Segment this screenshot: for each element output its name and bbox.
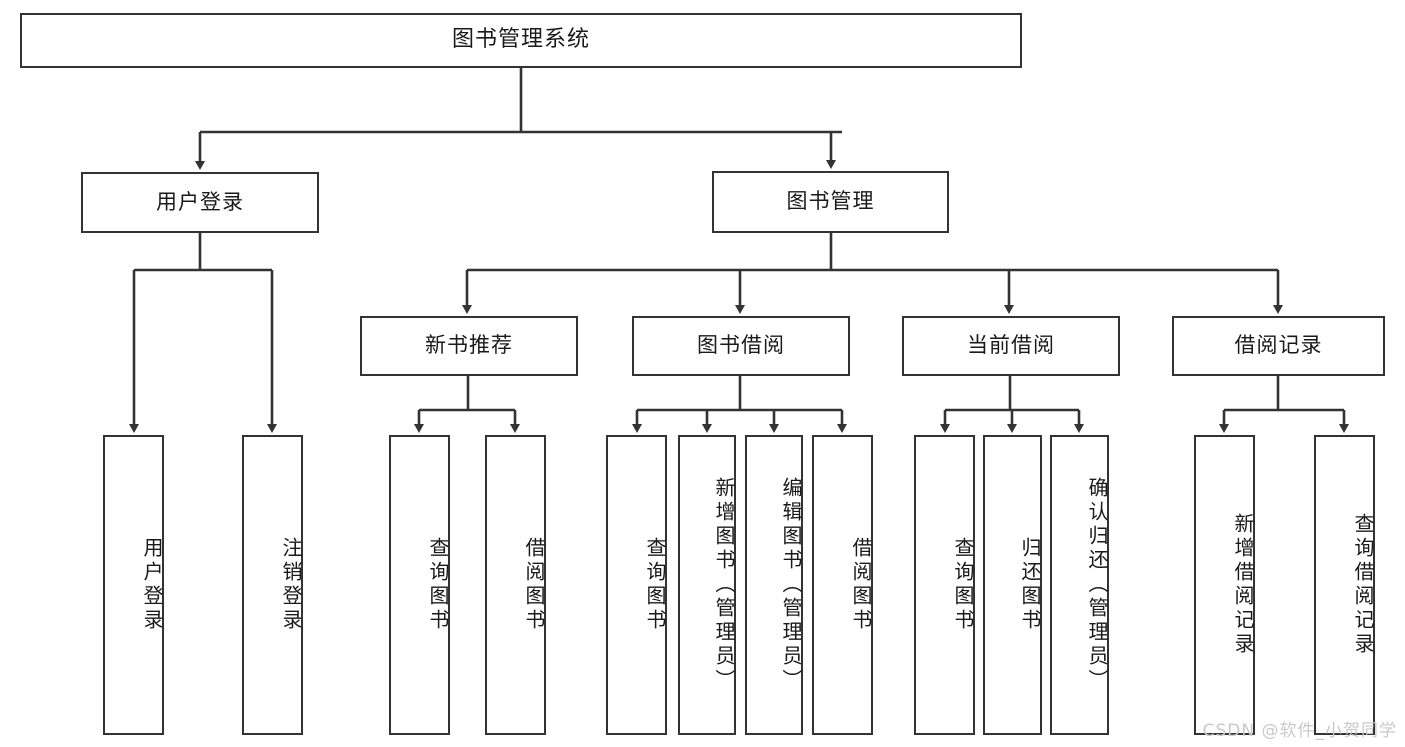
node-leaf-borrow-book-1-label: 借阅图书 xyxy=(522,537,546,633)
node-root[interactable]: 图书管理系统 xyxy=(20,13,1022,68)
node-current-borrow[interactable]: 当前借阅 xyxy=(902,316,1120,376)
node-leaf-borrow-book-1[interactable]: 借阅图书 xyxy=(485,435,546,735)
node-leaf-edit-book-label: 编辑图书（管理员） xyxy=(779,477,803,693)
node-leaf-add-book[interactable]: 新增图书（管理员） xyxy=(678,435,736,735)
node-leaf-borrow-book-2-label: 借阅图书 xyxy=(849,537,873,633)
node-leaf-confirm-return[interactable]: 确认归还（管理员） xyxy=(1050,435,1109,735)
node-leaf-user-login[interactable]: 用户登录 xyxy=(103,435,164,735)
node-current-borrow-label: 当前借阅 xyxy=(967,333,1055,358)
node-leaf-query-record-label: 查询借阅记录 xyxy=(1351,513,1375,657)
node-leaf-query-book-1[interactable]: 查询图书 xyxy=(389,435,450,735)
node-book-manage-label: 图书管理 xyxy=(786,189,875,214)
node-leaf-return-book[interactable]: 归还图书 xyxy=(983,435,1042,735)
node-root-label: 图书管理系统 xyxy=(451,27,590,53)
node-leaf-query-book-3[interactable]: 查询图书 xyxy=(914,435,975,735)
node-user-login[interactable]: 用户登录 xyxy=(81,172,319,233)
node-leaf-query-book-3-label: 查询图书 xyxy=(951,537,975,633)
node-leaf-query-book-1-label: 查询图书 xyxy=(426,537,450,633)
node-leaf-query-book-2[interactable]: 查询图书 xyxy=(606,435,667,735)
node-new-book-rec[interactable]: 新书推荐 xyxy=(360,316,578,376)
node-leaf-query-record[interactable]: 查询借阅记录 xyxy=(1314,435,1375,735)
node-leaf-query-book-2-label: 查询图书 xyxy=(643,537,667,633)
node-borrow-record-label: 借阅记录 xyxy=(1234,333,1323,358)
node-new-book-rec-label: 新书推荐 xyxy=(425,333,513,358)
node-leaf-add-record-label: 新增借阅记录 xyxy=(1231,513,1255,657)
csdn-watermark: CSDN @软件_小贺同学 xyxy=(1202,721,1397,741)
node-book-manage[interactable]: 图书管理 xyxy=(712,171,949,233)
node-leaf-add-book-label: 新增图书（管理员） xyxy=(712,477,736,693)
node-leaf-confirm-return-label: 确认归还（管理员） xyxy=(1085,477,1109,693)
node-leaf-user-logout-label: 注销登录 xyxy=(279,537,303,633)
node-leaf-borrow-book-2[interactable]: 借阅图书 xyxy=(812,435,873,735)
node-book-borrow[interactable]: 图书借阅 xyxy=(632,316,850,376)
node-leaf-add-record[interactable]: 新增借阅记录 xyxy=(1194,435,1255,735)
node-user-login-label: 用户登录 xyxy=(156,189,244,214)
node-leaf-edit-book[interactable]: 编辑图书（管理员） xyxy=(745,435,803,735)
node-leaf-user-login-label: 用户登录 xyxy=(140,537,164,633)
node-leaf-return-book-label: 归还图书 xyxy=(1018,537,1042,633)
node-borrow-record[interactable]: 借阅记录 xyxy=(1172,316,1385,376)
node-book-borrow-label: 图书借阅 xyxy=(697,333,785,358)
node-leaf-user-logout[interactable]: 注销登录 xyxy=(242,435,303,735)
